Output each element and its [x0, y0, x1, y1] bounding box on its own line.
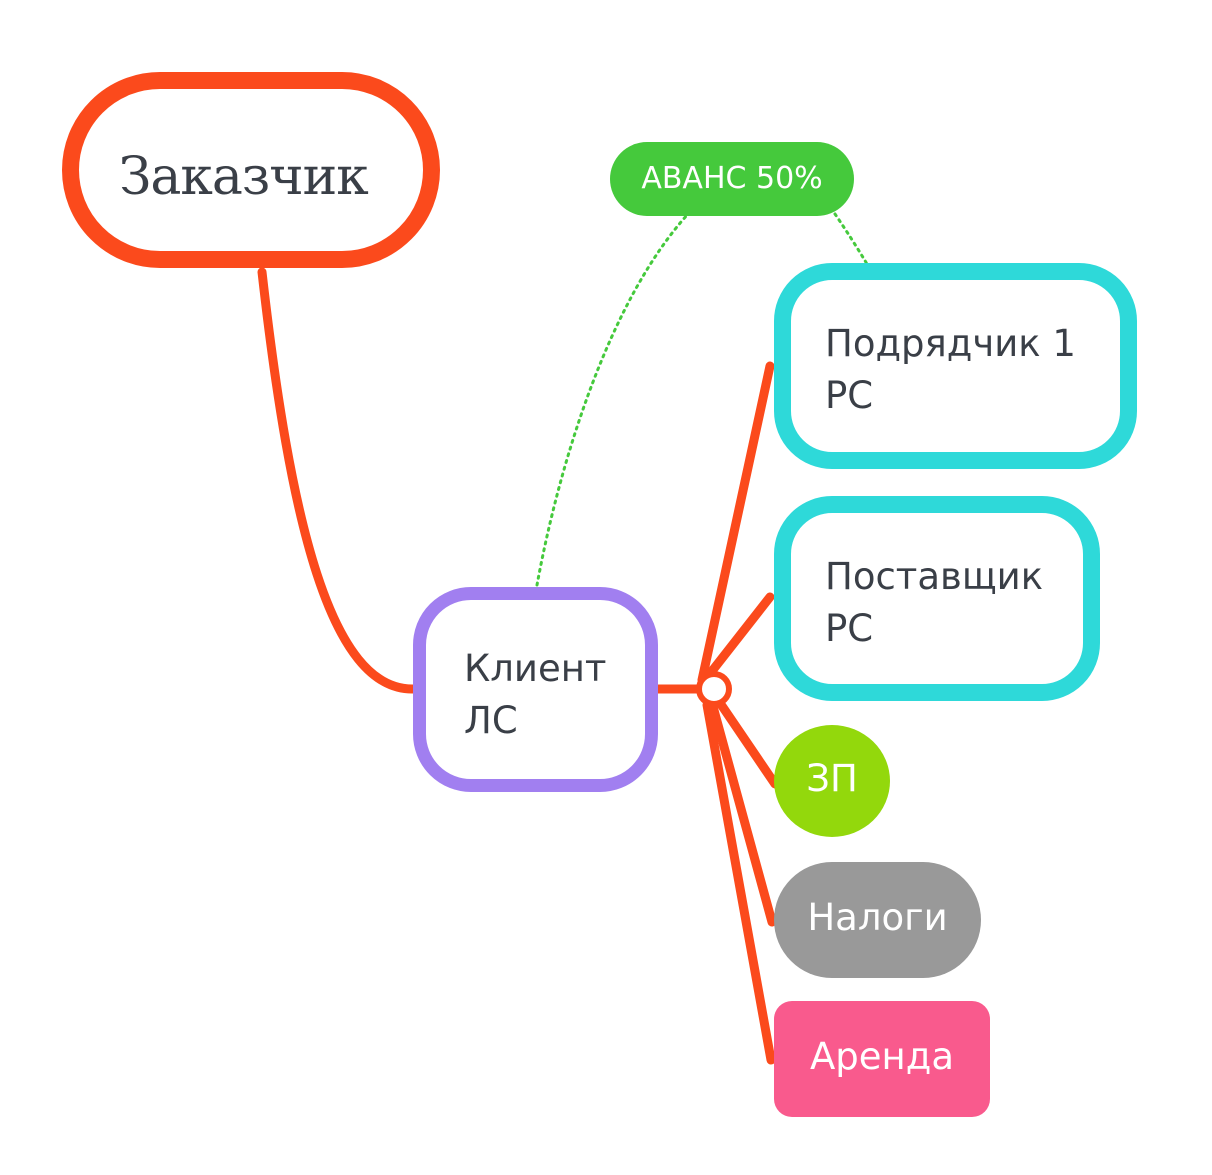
- edge-hub: [696, 671, 732, 707]
- node-customer[interactable]: Заказчик: [62, 72, 440, 268]
- edge-root-to-client: [257, 267, 418, 694]
- relation-line-start: [535, 212, 690, 587]
- node-supplier-label: Поставщик РС: [825, 555, 1044, 650]
- node-rent-label: Аренда: [809, 1035, 954, 1078]
- edge-hub-to-rent: [702, 700, 776, 1065]
- node-client[interactable]: Клиент ЛС: [413, 587, 658, 792]
- node-contractor[interactable]: Подрядчик 1 РС: [774, 263, 1137, 469]
- edge-hub-to-supplier: [700, 592, 775, 685]
- node-rent[interactable]: Аренда: [774, 1001, 990, 1117]
- node-salary-label: ЗП: [806, 757, 858, 800]
- node-contractor-label: Подрядчик 1 РС: [825, 322, 1076, 417]
- node-taxes[interactable]: Налоги: [774, 862, 981, 978]
- node-salary[interactable]: ЗП: [774, 725, 890, 837]
- node-taxes-label: Налоги: [807, 896, 948, 939]
- relation-advance-text: АВАНС 50%: [641, 161, 823, 196]
- edge-hub-to-salary: [713, 695, 780, 789]
- relation-advance-label[interactable]: АВАНС 50%: [610, 142, 854, 216]
- node-customer-label: Заказчик: [119, 147, 369, 207]
- relation-line-end: [833, 212, 930, 392]
- node-client-label: Клиент ЛС: [464, 647, 607, 742]
- edge-hub-to-contractor: [697, 361, 775, 685]
- node-supplier[interactable]: Поставщик РС: [774, 496, 1100, 701]
- edge-hub-to-taxes: [707, 698, 777, 927]
